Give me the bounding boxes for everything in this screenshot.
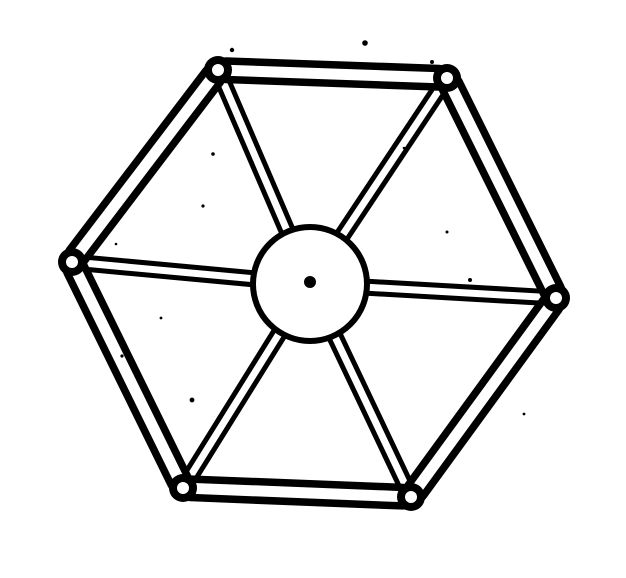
spoke-right — [352, 278, 555, 306]
ink-speck — [120, 354, 124, 358]
ink-speck — [402, 146, 406, 150]
spoke-upper-left — [213, 70, 299, 246]
ink-speck — [445, 230, 449, 234]
spoke-left — [73, 254, 268, 288]
rim-segment-top — [212, 57, 453, 91]
ink-speck — [362, 40, 368, 46]
rim-group — [58, 56, 570, 511]
rim-joint — [397, 483, 425, 511]
spoke-upper-right — [329, 77, 450, 251]
rim-joint — [542, 284, 570, 312]
ink-specks-group — [114, 40, 526, 416]
rim-segment-bottom — [177, 475, 417, 510]
ink-speck — [189, 397, 195, 403]
spokes-group — [73, 70, 555, 497]
rim-segment-upper-right — [437, 72, 566, 304]
ink-speck — [159, 316, 163, 320]
rim-joint — [204, 56, 232, 84]
ink-speck — [201, 204, 205, 208]
hub-center-dot — [304, 276, 316, 288]
rim-segment-lower-right — [402, 291, 565, 504]
rim-joint — [58, 248, 86, 276]
spoke-lower-left — [179, 318, 292, 489]
rim-segment-upper-left — [63, 63, 227, 269]
ink-speck — [229, 47, 235, 53]
spoke-lower-right — [323, 321, 416, 497]
ink-speck — [114, 242, 118, 246]
rim-joint — [169, 474, 197, 502]
rim-segment-lower-left — [62, 256, 193, 494]
rim-joint — [433, 64, 461, 92]
ink-speck — [184, 94, 188, 98]
ink-speck — [211, 152, 215, 156]
ink-speck — [468, 278, 472, 282]
ink-speck — [430, 60, 434, 64]
hub-group — [250, 224, 370, 344]
ink-speck — [522, 412, 526, 416]
